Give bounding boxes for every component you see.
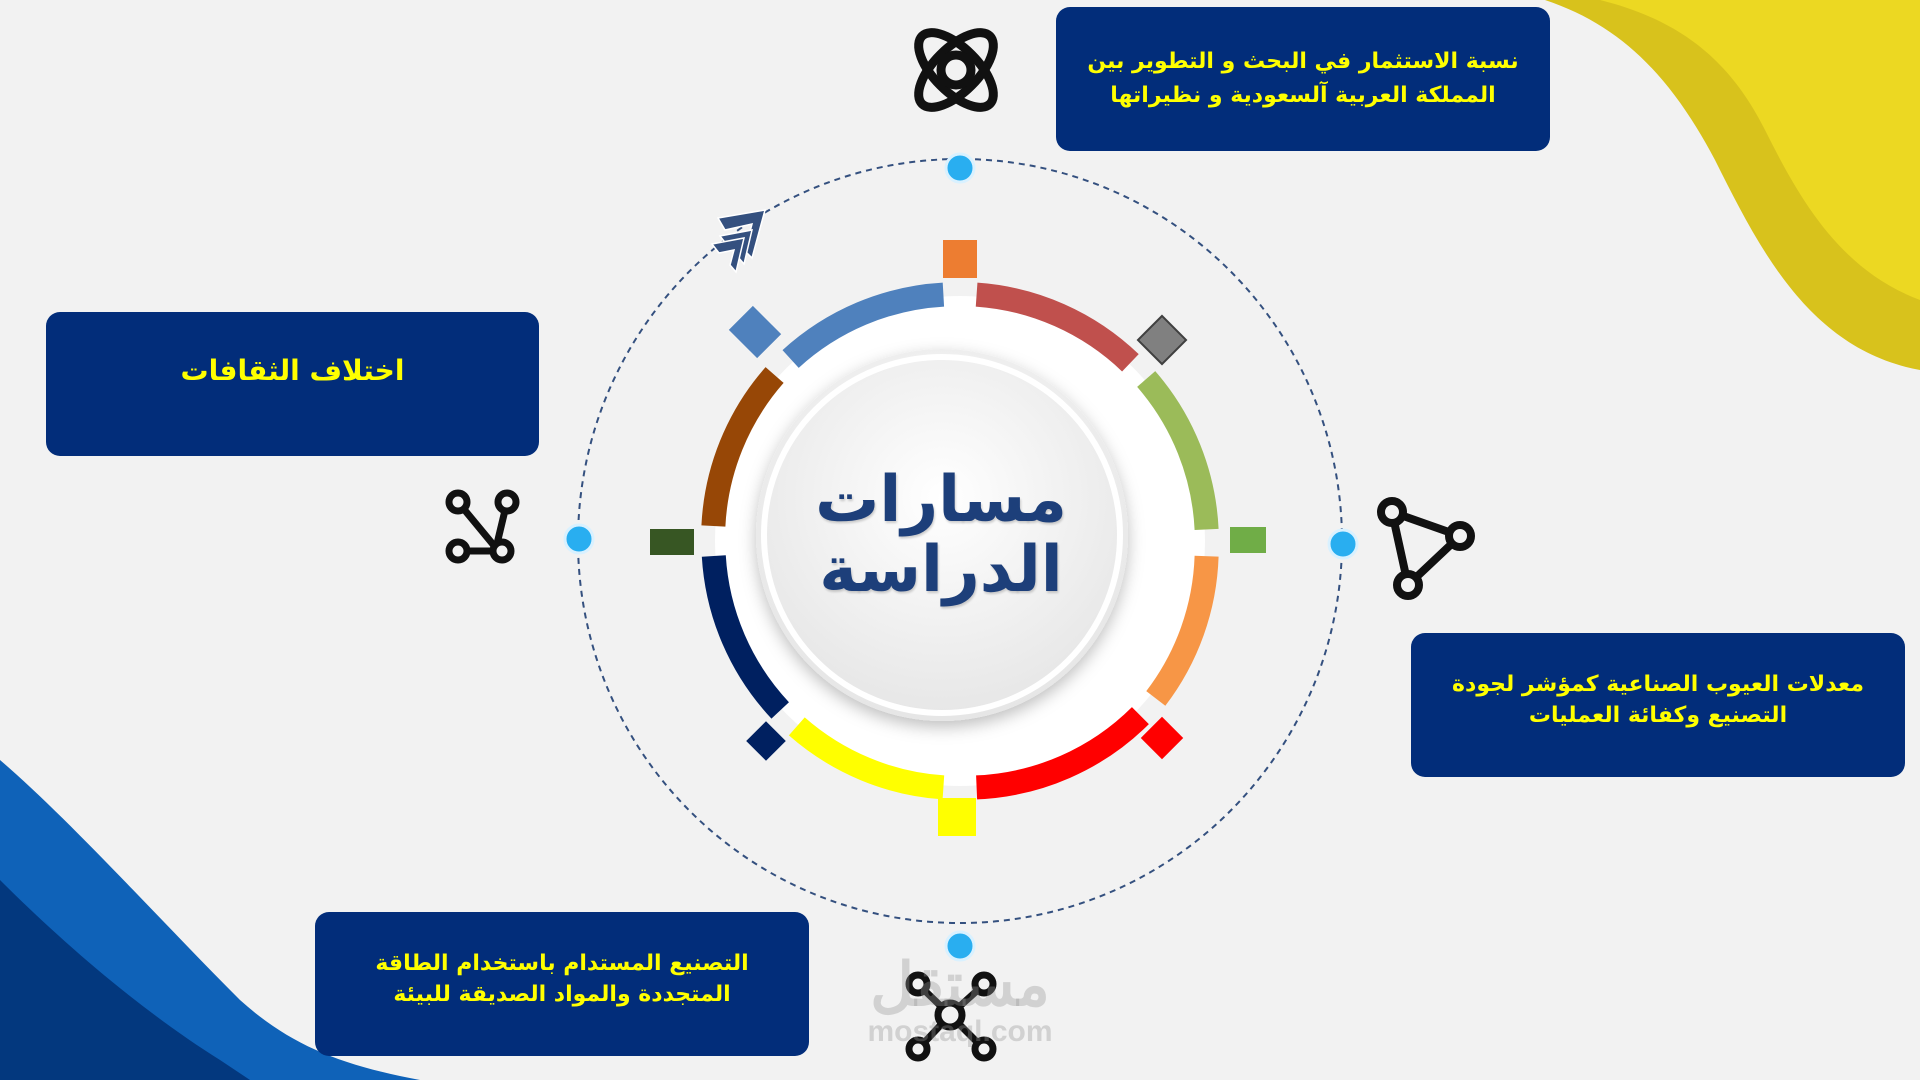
info-box-sustainable: التصنيع المستدام باستخدام الطاقة المتجدد… xyxy=(315,912,809,1056)
blue-corner-dark xyxy=(0,880,250,1080)
orbit-dot-top xyxy=(944,152,976,184)
marker-orange xyxy=(943,240,977,278)
ring-segment-bright-red xyxy=(975,707,1149,800)
center-title: مسارات الدراسة xyxy=(760,370,1122,700)
atom-icon xyxy=(914,28,998,112)
info-box-investment: نسبة الاستثمار في البحث و التطوير بين ال… xyxy=(1056,7,1550,151)
chevron-arrow-icon xyxy=(710,209,767,274)
orbit-dots xyxy=(563,152,1359,962)
marker-gray xyxy=(1136,314,1188,366)
marker-green xyxy=(1230,527,1266,553)
info-box-cultures-text: اختلاف الثقافات xyxy=(180,354,405,388)
segmented-ring xyxy=(701,282,1219,800)
ring-segment-brown xyxy=(701,367,784,527)
info-box-investment-text: نسبة الاستثمار في البحث و التطوير بين ال… xyxy=(1087,48,1519,108)
ring-segment-red xyxy=(975,282,1139,372)
ring-segment-orange xyxy=(1146,555,1219,706)
ring-segment-navy xyxy=(701,555,790,719)
marker-navy xyxy=(746,721,786,761)
inner-disc-rim xyxy=(761,354,1123,716)
orbit-dot-left xyxy=(563,523,595,555)
center-title-line2: الدراسة xyxy=(819,533,1063,607)
watermark: مستقل mostaql.com xyxy=(845,955,1075,1047)
orbit-dot-right xyxy=(1327,528,1359,560)
ring-segment-yellow xyxy=(788,717,945,800)
ring-markers xyxy=(650,240,1266,836)
yellow-corner-highlight xyxy=(1600,0,1920,300)
info-box-sustainable-text: التصنيع المستدام باستخدام الطاقة المتجدد… xyxy=(375,951,749,1007)
orbit-dot-bottom xyxy=(944,930,976,962)
inner-disc-shadow xyxy=(756,349,1128,721)
watermark-latin: mostaql.com xyxy=(867,1015,1053,1048)
ring-segment-blue xyxy=(782,282,945,368)
nodes-icon xyxy=(445,489,520,564)
center-title-line1: مسارات xyxy=(815,462,1067,537)
marker-dark-green xyxy=(650,529,694,555)
marker-blue xyxy=(728,305,782,359)
watermark-arabic: مستقل xyxy=(870,951,1050,1018)
info-box-defects-text: معدلات العيوب الصناعية كمؤشر لجودة التصن… xyxy=(1452,672,1864,728)
info-box-defects: معدلات العيوب الصناعية كمؤشر لجودة التصن… xyxy=(1411,633,1905,777)
marker-yellow xyxy=(938,798,976,836)
ring-segment-green xyxy=(1137,371,1219,531)
triangle-network-icon xyxy=(1377,497,1475,600)
info-box-cultures: اختلاف الثقافات xyxy=(46,312,539,456)
hub-network-icon xyxy=(905,971,997,1062)
marker-red xyxy=(1140,716,1184,760)
